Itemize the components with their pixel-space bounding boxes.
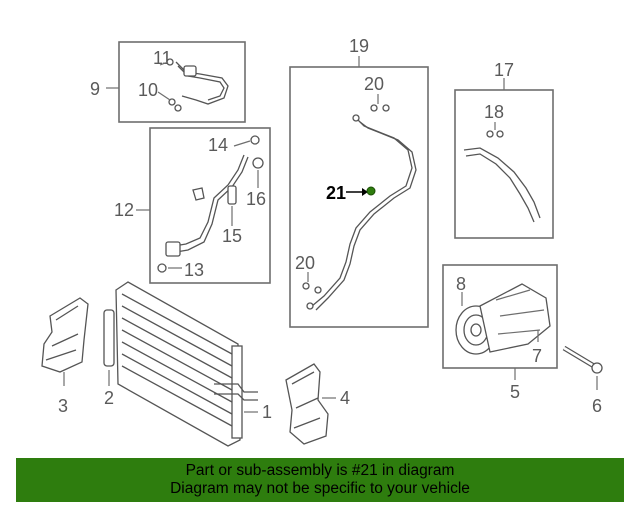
callout-10: 10 <box>138 80 158 100</box>
condenser-part <box>103 281 258 447</box>
callout-20-bottom: 20 <box>295 253 315 273</box>
group-box-19 <box>289 66 429 328</box>
callout-2: 2 <box>104 388 114 408</box>
part-info-banner: Part or sub-assembly is #21 in diagram D… <box>16 458 624 502</box>
discharge-hose-part <box>157 135 264 273</box>
bracket-3-part <box>41 297 89 373</box>
callout-12: 12 <box>114 200 134 220</box>
callout-5: 5 <box>510 382 520 402</box>
hose-17-part <box>463 122 541 223</box>
banner-line-1: Part or sub-assembly is #21 in diagram <box>185 462 455 479</box>
callout-13: 13 <box>184 260 204 280</box>
bolt-part <box>562 345 603 374</box>
callout-19: 19 <box>349 36 369 56</box>
compressor-part <box>455 283 551 355</box>
callout-1: 1 <box>262 402 272 422</box>
callout-6: 6 <box>592 396 602 416</box>
callout-21-arrowhead <box>362 188 368 196</box>
banner-line-2: Diagram may not be specific to your vehi… <box>170 480 470 497</box>
callout-4: 4 <box>340 388 350 408</box>
callout-20-top: 20 <box>364 74 384 94</box>
callout-15: 15 <box>222 226 242 246</box>
callout-14: 14 <box>208 135 228 155</box>
o-ring-21-highlight <box>366 186 376 196</box>
callout-21: 21 <box>326 183 346 203</box>
liquid-pipe-part <box>302 94 417 311</box>
bracket-4-part <box>285 363 329 445</box>
callout-8: 8 <box>456 274 466 294</box>
callout-17: 17 <box>494 60 514 80</box>
callout-3: 3 <box>58 396 68 416</box>
callout-9: 9 <box>90 79 100 99</box>
group-box-9 <box>118 41 246 123</box>
callout-18: 18 <box>484 102 504 122</box>
suction-hose-part <box>157 58 229 112</box>
group-box-12 <box>149 127 271 284</box>
callout-7: 7 <box>532 346 542 366</box>
callout-16: 16 <box>246 189 266 209</box>
